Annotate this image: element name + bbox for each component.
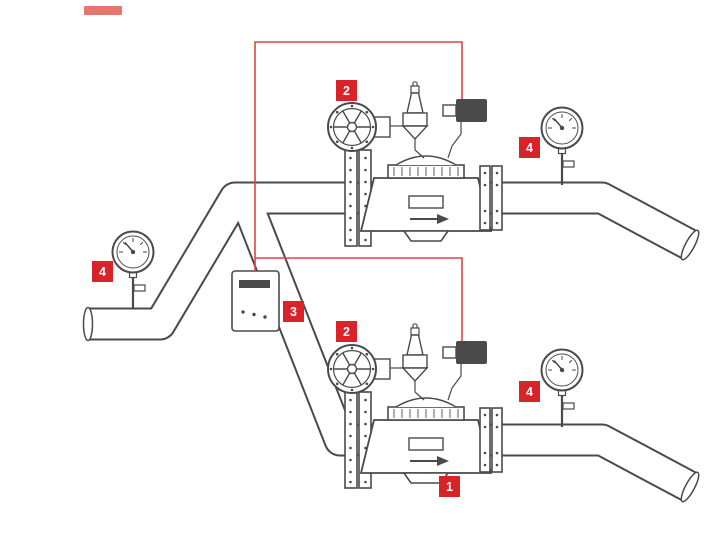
outlet-gauge-top [540, 106, 584, 187]
badge-pilot-valve-top: 2 [336, 80, 357, 101]
outlet-gauge-bottom [540, 348, 584, 429]
pipe-open-end-bottom-right [680, 471, 700, 503]
pipe-open-end-top-right [680, 229, 700, 261]
badge-inlet-gauge: 4 [92, 261, 113, 282]
controller-display [239, 280, 270, 288]
brand-logo [84, 6, 122, 15]
controller [231, 270, 280, 332]
valve-assembly-top [327, 80, 503, 247]
controller-buttons [241, 310, 267, 319]
badge-controller: 3 [283, 301, 304, 322]
control-wiring [254, 41, 463, 341]
badge-pilot-valve-bottom: 2 [336, 321, 357, 342]
badge-outlet-gauge-bottom: 4 [519, 381, 540, 402]
pipe-open-end-left [82, 306, 94, 342]
badge-outlet-gauge-top: 4 [519, 137, 540, 158]
badge-main-valve: 1 [439, 476, 460, 497]
valve-assembly-bottom [327, 322, 503, 489]
inlet-gauge [111, 230, 155, 311]
